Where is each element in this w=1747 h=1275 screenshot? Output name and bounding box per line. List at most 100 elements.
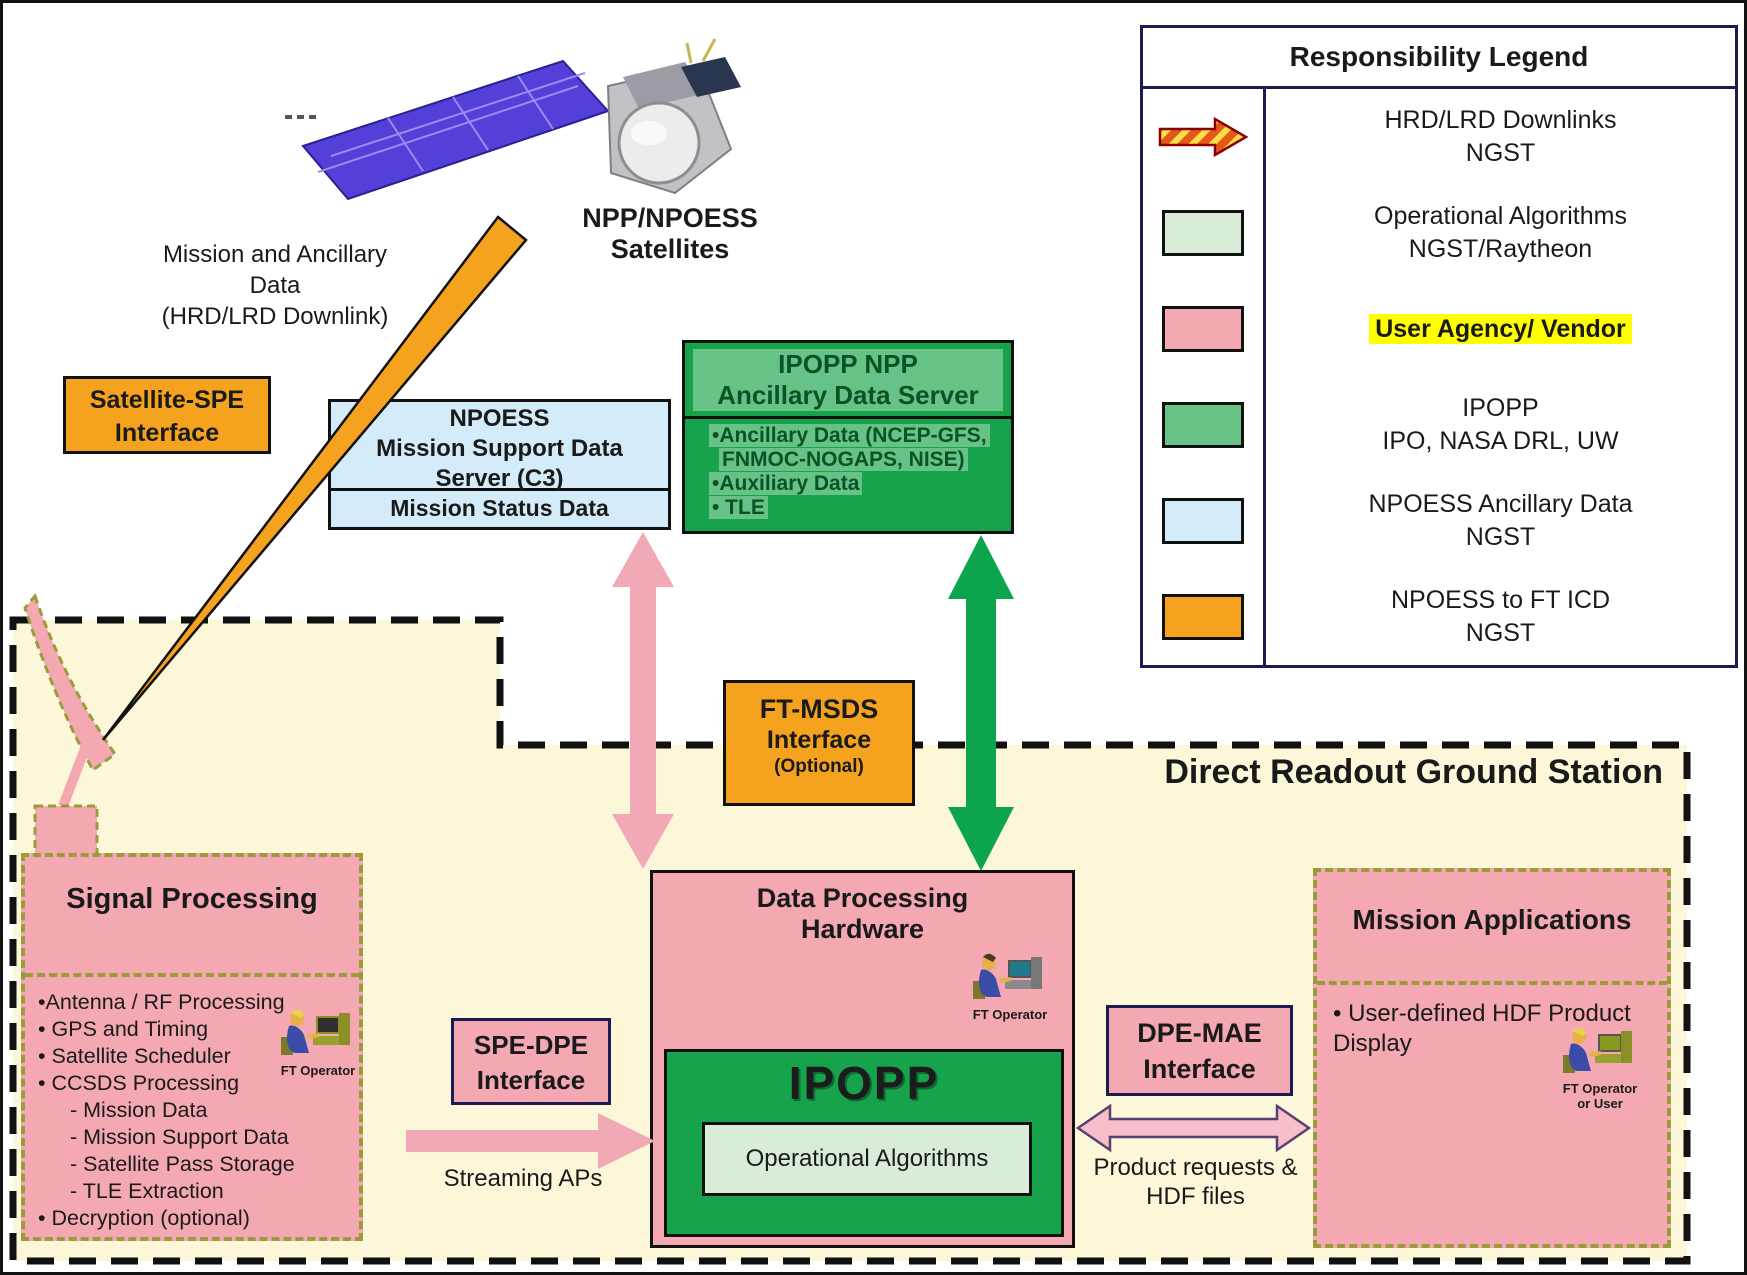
striped-arrow-icon — [1158, 116, 1249, 158]
ancillary-bullet: • TLE — [709, 496, 1007, 520]
legend-line: NPOESS to FT ICD — [1390, 586, 1611, 614]
dpe-mae-line1: DPE-MAE — [1137, 1018, 1262, 1048]
downlink-line1: Mission and Ancillary — [162, 241, 388, 268]
spe-dpe-line2: Interface — [476, 1065, 586, 1095]
npoess-msds-box: NPOESS Mission Support Data Server (C3) … — [328, 399, 671, 530]
dpe-mae-double-arrow — [1075, 1103, 1312, 1153]
ancillary-bullet: •Ancillary Data (NCEP-GFS, — [709, 424, 1007, 448]
green-swatch — [1162, 402, 1244, 448]
sp-bullet: • Satellite Scheduler — [38, 1044, 231, 1068]
light-blue-swatch — [1162, 498, 1244, 544]
sp-bullet: • CCSDS Processing — [38, 1071, 240, 1095]
ft-operator-caption: FT Operator — [280, 1063, 356, 1078]
mission-applications-box: Mission Applications • User-defined HDF … — [1313, 868, 1671, 1248]
npoess-line1: NPOESS — [449, 405, 550, 432]
legend-line: IPO, NASA DRL, UW — [1382, 427, 1619, 455]
product-line2: HDF files — [1146, 1183, 1245, 1210]
ancillary-bullet-list: •Ancillary Data (NCEP-GFS, FNMOC-NOGAPS,… — [685, 419, 1011, 520]
satellite-label-line2: Satellites — [610, 234, 730, 264]
ipopp-title: IPOPP — [788, 1057, 940, 1109]
legend-text-cell: User Agency/ Vendor — [1266, 313, 1735, 346]
satellite-spe-line1: Satellite-SPE — [89, 386, 245, 414]
legend-swatch-cell — [1143, 281, 1266, 377]
ft-operator-figure: FT Operator — [969, 953, 1051, 1022]
ft-msds-line1: FT-MSDS — [759, 694, 879, 724]
legend-line: NGST — [1465, 139, 1536, 167]
legend-line: NPOESS Ancillary Data — [1368, 490, 1633, 518]
legend-swatch-cell — [1143, 569, 1266, 665]
mission-apps-bullets: • User-defined HDF Product Display — [1317, 985, 1667, 1059]
sp-bullet: • GPS and Timing — [38, 1017, 209, 1041]
signal-processing-box: Signal Processing •Antenna / RF Processi… — [21, 853, 363, 1241]
ft-operator-caption-line1: FT Operator — [1562, 1081, 1638, 1096]
satellite-instrument — [681, 57, 741, 97]
legend-text-cell: NPOESS to FT ICD NGST — [1266, 584, 1735, 650]
spe-dpe-line1: SPE-DPE — [473, 1030, 589, 1060]
sp-bullet: •Antenna / RF Processing — [38, 990, 285, 1014]
ft-operator-icon — [973, 953, 1042, 999]
responsibility-legend: Responsibility Legend HRD/LRD Downlinks … — [1140, 25, 1738, 668]
ancillary-green-double-arrow — [948, 535, 1014, 871]
satellite-antenna — [701, 38, 717, 62]
legend-line: NGST/Raytheon — [1408, 235, 1593, 263]
legend-row-operational-algorithms: Operational Algorithms NGST/Raytheon — [1143, 185, 1735, 281]
ancillary-server-header: IPOPP NPP Ancillary Data Server — [693, 349, 1003, 411]
streaming-aps-arrow — [406, 1113, 655, 1169]
signal-processing-bullets: •Antenna / RF Processing • GPS and Timin… — [25, 977, 359, 1232]
satellite-label-line1: NPP/NPOESS — [582, 203, 758, 233]
sp-sub-bullet: - TLE Extraction — [70, 1179, 224, 1203]
sp-sub-bullet: - Mission Support Data — [70, 1125, 289, 1149]
mission-apps-title: Mission Applications — [1317, 872, 1667, 985]
sp-sub-bullet: - Mission Data — [70, 1098, 208, 1122]
ground-station-title: Direct Readout Ground Station — [1164, 753, 1663, 791]
legend-text-cell: Operational Algorithms NGST/Raytheon — [1266, 200, 1735, 266]
legend-swatch-cell — [1143, 89, 1266, 185]
legend-swatch-cell — [1143, 185, 1266, 281]
legend-line: HRD/LRD Downlinks — [1384, 106, 1617, 134]
npoess-line2: Mission Support Data — [376, 435, 623, 462]
legend-highlighted-line: User Agency/ Vendor — [1369, 313, 1632, 344]
ft-operator-figure: FT Operator — [277, 1009, 359, 1078]
msds-pink-double-arrow — [612, 532, 674, 869]
satellite-dish — [617, 101, 701, 185]
ft-msds-line3: (Optional) — [774, 756, 864, 777]
legend-text-cell: NPOESS Ancillary Data NGST — [1266, 488, 1735, 554]
legend-row-ipopp: IPOPP IPO, NASA DRL, UW — [1143, 377, 1735, 473]
ground-antenna-illustration — [23, 592, 118, 858]
streaming-aps-label: Streaming APs — [443, 1165, 603, 1192]
npoess-msds-header: NPOESS Mission Support Data Server (C3) — [331, 402, 668, 492]
satellite-antenna2 — [685, 42, 693, 64]
ancillary-title-line1: IPOPP NPP — [778, 349, 918, 379]
legend-line: IPOPP — [1462, 394, 1539, 422]
legend-row-hrd-lrd: HRD/LRD Downlinks NGST — [1143, 89, 1735, 185]
legend-text-cell: IPOPP IPO, NASA DRL, UW — [1266, 392, 1735, 458]
dph-title-line1: Data Processing — [756, 883, 969, 913]
antenna-base — [33, 804, 99, 858]
downlink-line3: (HRD/LRD Downlink) — [161, 303, 389, 330]
satellite-spe-line2: Interface — [114, 419, 220, 447]
ancillary-bullet: FNMOC-NOGAPS, NISE) — [709, 448, 1007, 472]
antenna-mast — [58, 736, 94, 808]
dph-title: Data Processing Hardware — [653, 873, 1072, 945]
satellite-spe-interface-box: Satellite-SPE Interface — [63, 376, 271, 454]
pink-swatch — [1162, 306, 1244, 352]
legend-title: Responsibility Legend — [1143, 28, 1735, 89]
ipopp-ancillary-server-box: IPOPP NPP Ancillary Data Server •Ancilla… — [682, 340, 1014, 534]
legend-swatch-cell — [1143, 473, 1266, 569]
ipopp-box: IPOPP Operational Algorithms — [664, 1049, 1064, 1237]
dish-highlight — [631, 121, 667, 145]
ma-bullet-line1: • User-defined HDF Product — [1333, 1000, 1631, 1027]
ancillary-divider — [685, 416, 1011, 419]
ft-operator-icon — [1563, 1027, 1632, 1073]
legend-line: Operational Algorithms — [1374, 202, 1627, 230]
ancillary-bullet: •Auxiliary Data — [709, 472, 1007, 496]
downlink-label: Mission and Ancillary Data (HRD/LRD Down… — [115, 239, 435, 332]
ft-msds-line2: Interface — [766, 726, 872, 754]
legend-row-user-agency: User Agency/ Vendor — [1143, 281, 1735, 377]
ancillary-title-line2: Ancillary Data Server — [717, 380, 979, 410]
ellipsis-dots — [285, 115, 316, 119]
sp-sub-bullet: - Satellite Pass Storage — [70, 1152, 295, 1176]
light-green-swatch — [1162, 210, 1244, 256]
legend-line: NGST — [1465, 619, 1536, 647]
dph-title-line2: Hardware — [800, 914, 925, 944]
